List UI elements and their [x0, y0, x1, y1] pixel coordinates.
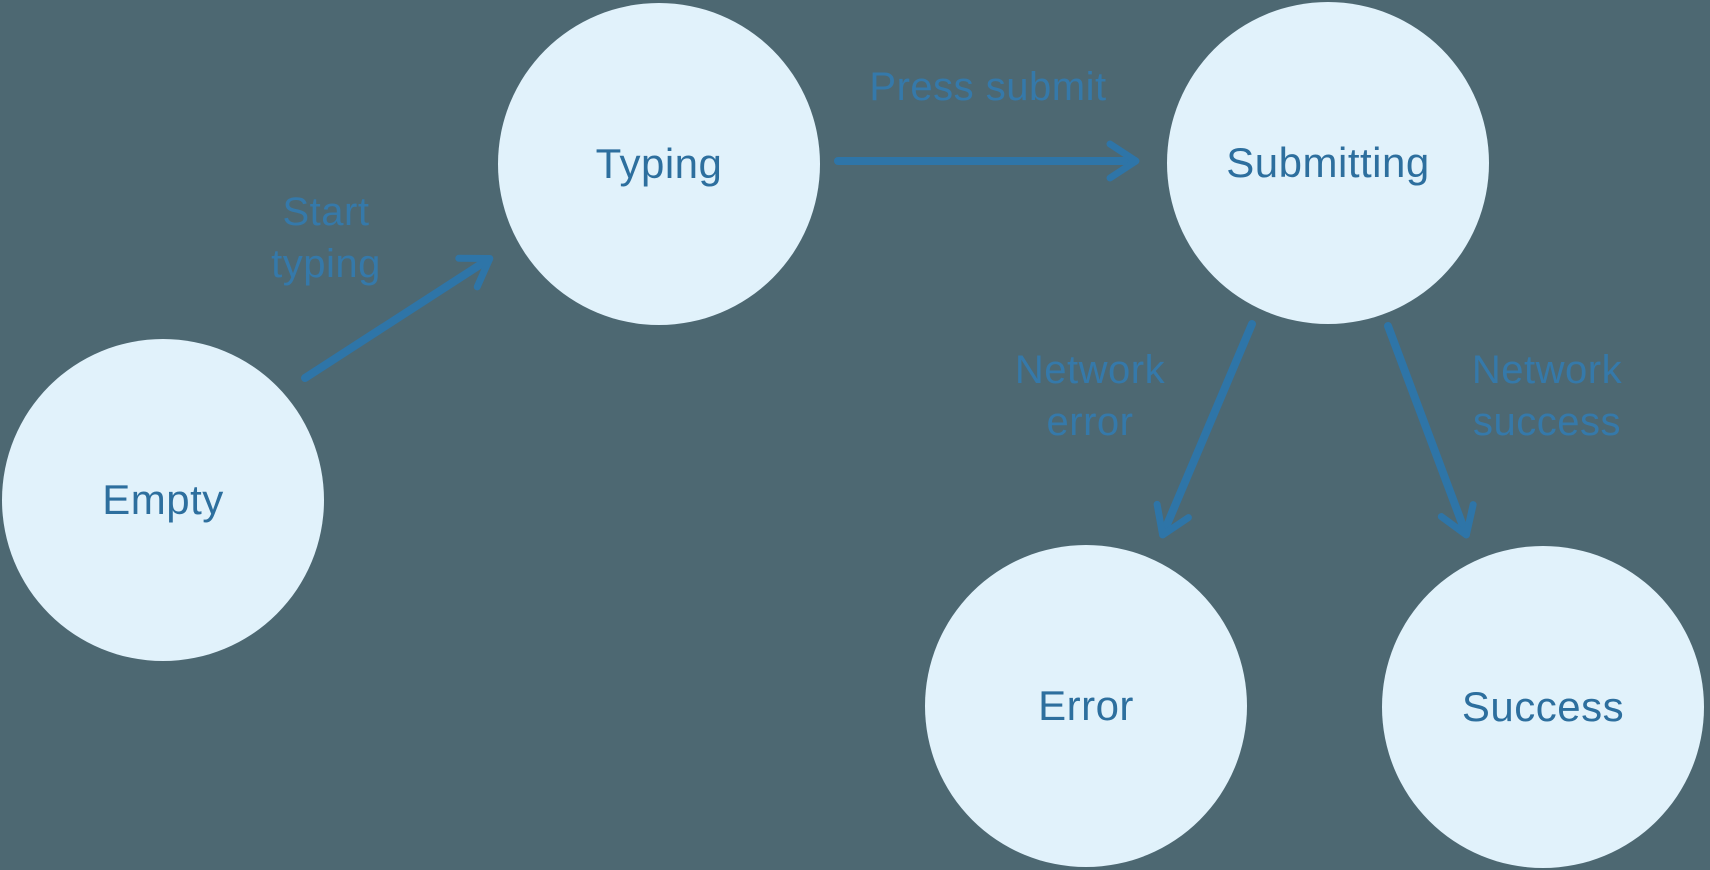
state-label-empty: Empty [102, 476, 224, 523]
transition-label-line: error [1046, 400, 1134, 444]
state-node-typing: Typing [498, 3, 820, 325]
arrow-submitting-to-success [1384, 322, 1477, 539]
state-node-submitting: Submitting [1167, 2, 1489, 324]
transition-label-line: typing [271, 242, 381, 286]
transition-label-network-success: Network success [1472, 344, 1622, 448]
arrow-empty-to-typing [301, 254, 494, 382]
state-node-empty: Empty [2, 339, 324, 661]
transition-label-line: success [1472, 400, 1621, 444]
transition-label-network-error: Network error [1015, 344, 1165, 448]
arrow-submitting-to-error [1153, 320, 1256, 539]
state-node-error: Error [925, 545, 1247, 867]
transition-label-line: Press submit [869, 65, 1107, 109]
state-node-success: Success [1382, 546, 1704, 868]
state-label-error: Error [1038, 682, 1134, 729]
transition-label-start-typing: Start typing [271, 186, 381, 290]
state-label-submitting: Submitting [1226, 139, 1430, 186]
transition-label-line: Start [282, 190, 370, 234]
state-label-typing: Typing [595, 140, 723, 187]
transition-label-line: Network [1014, 348, 1166, 392]
transition-label-press-submit: Press submit [869, 61, 1106, 113]
state-label-success: Success [1461, 683, 1625, 730]
transition-label-line: Network [1471, 348, 1623, 392]
